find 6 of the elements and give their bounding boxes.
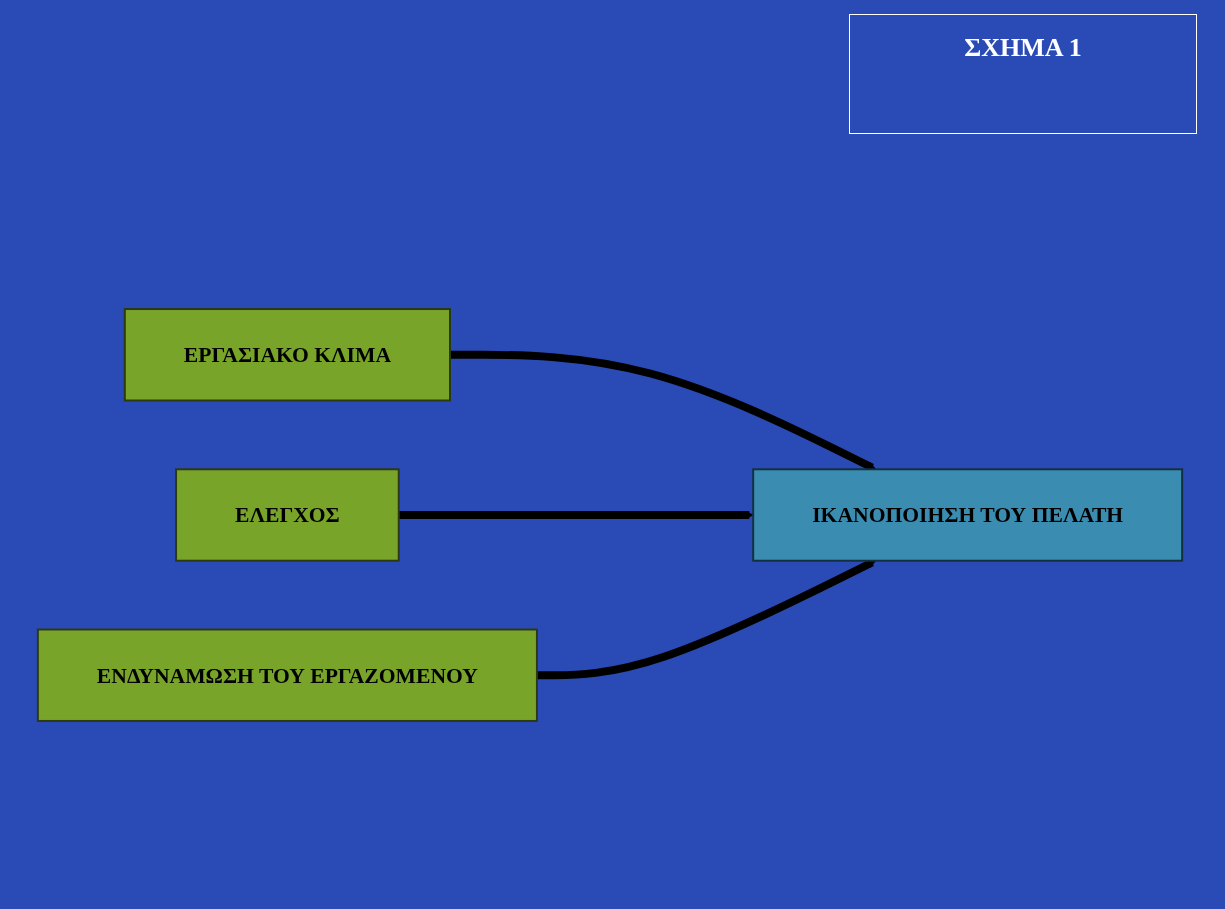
arrow bbox=[398, 510, 754, 520]
node-box: ΕΝΔΥΝΑΜΩΣΗ ΤΟΥ ΕΡΓΑΖΟΜΕΝΟΥ bbox=[36, 628, 538, 722]
node-box: ΕΡΓΑΣΙΑΚΟ ΚΛΙΜΑ bbox=[123, 308, 451, 402]
figure-title: ΣΧΗΜΑ 1 bbox=[849, 14, 1197, 134]
node-box: ΙΚΑΝΟΠΟΙΗΣΗ ΤΟΥ ΠΕΛΑΤΗ bbox=[752, 468, 1184, 562]
node-box: ΕΛΕΓΧΟΣ bbox=[175, 468, 400, 562]
